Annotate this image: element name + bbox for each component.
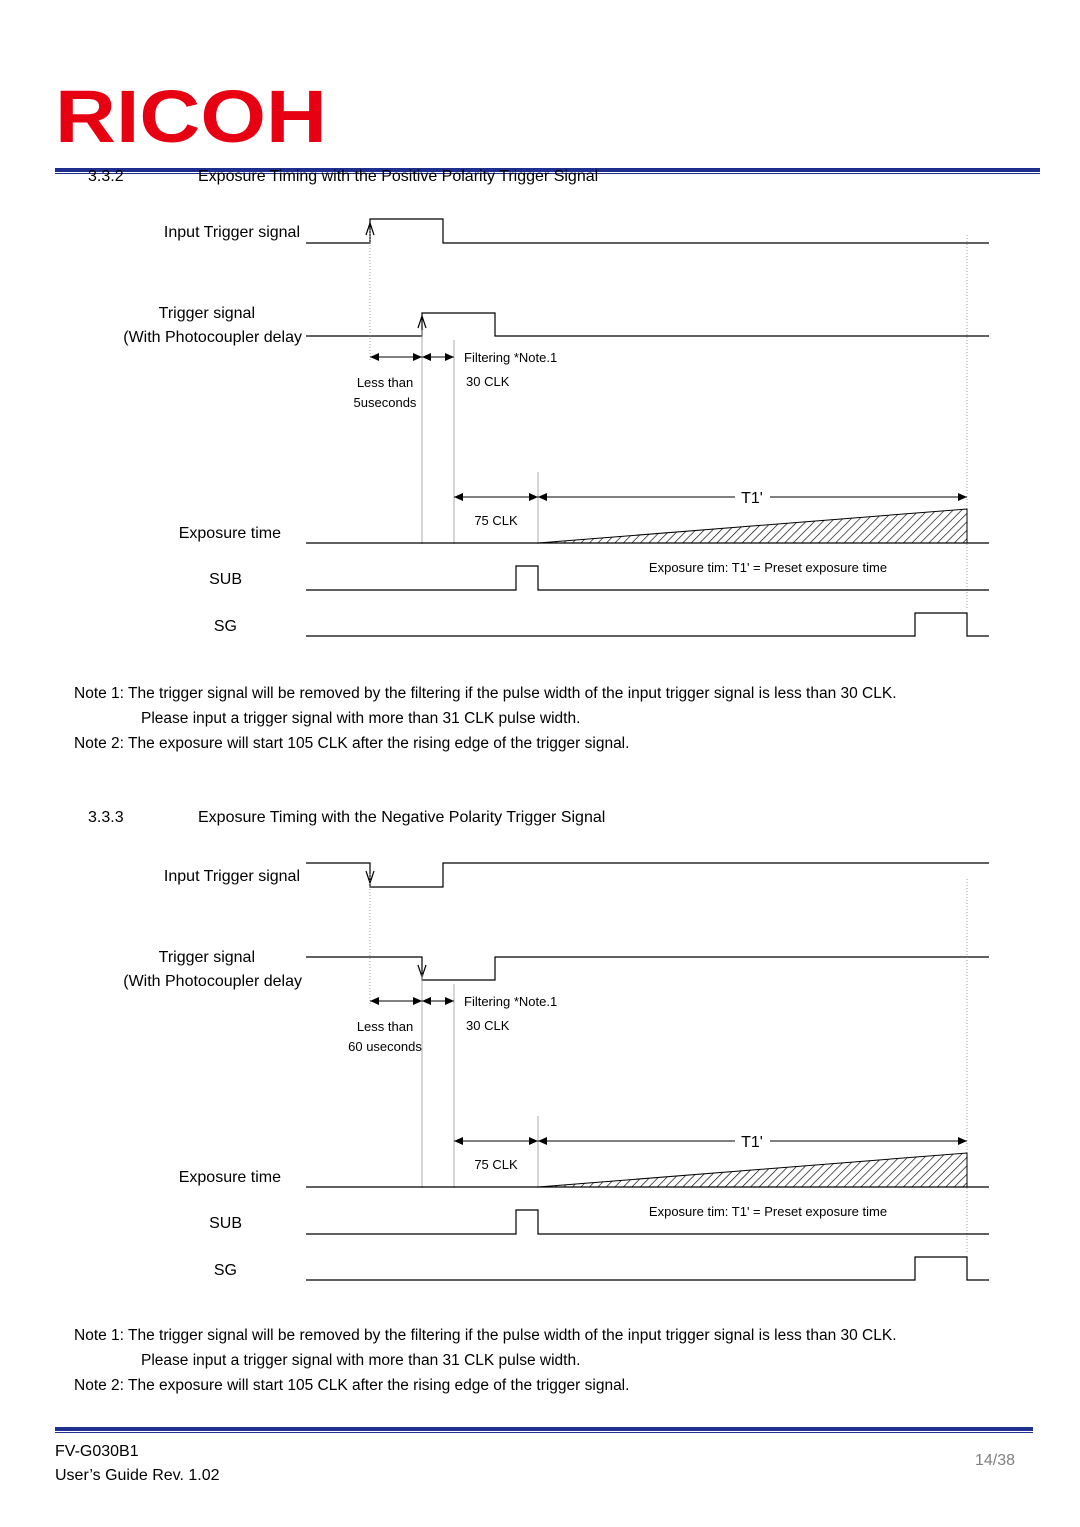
arrowhead [422,997,431,1005]
photocoupler-label: (With Photocoupler delay [123,973,302,990]
sub-label: SUB [209,571,242,588]
clk75-label: 75 CLK [474,1157,518,1172]
arrowhead [413,353,422,361]
arrowhead [454,493,463,501]
arrowhead [370,353,379,361]
arrowhead [413,997,422,1005]
delay-value-label: 5useconds [354,395,417,410]
footer-model: FV-G030B1 [55,1443,139,1460]
note-2: Note 2: The exposure will start 105 CLK … [74,1377,630,1394]
sub-waveform [306,1209,989,1235]
input-trigger-waveform [306,218,989,244]
arrowhead [529,1137,538,1145]
input-trigger-label: Input Trigger signal [164,868,300,885]
trigger-signal-label: Trigger signal [159,305,255,322]
trigger-signal-waveform [306,312,989,337]
footer-guide: User’s Guide Rev. 1.02 [55,1467,220,1484]
exposure-note-label: Exposure tim: T1' = Preset exposure time [649,560,887,575]
edge-arrow [417,314,427,329]
footer-rule [55,1420,1033,1433]
sg-waveform [306,1256,989,1281]
t1-label: T1' [741,490,763,507]
section-number: 3.3.2 [88,168,124,185]
exposure-wedge [537,508,968,544]
less-than-label: Less than [357,1019,413,1034]
t1-label: T1' [741,1134,763,1151]
header-rule [55,161,1040,174]
section-title: Exposure Timing with the Negative Polari… [198,809,606,826]
less-than-label: Less than [357,375,413,390]
note-2: Note 2: The exposure will start 105 CLK … [74,735,630,752]
page-number: 14/38 [975,1452,1016,1469]
exposure-time-label: Exposure time [179,1169,281,1186]
exposure-time-label: Exposure time [179,525,281,542]
arrowhead [454,1137,463,1145]
photocoupler-label: (With Photocoupler delay [123,329,302,346]
exposure-note-label: Exposure tim: T1' = Preset exposure time [649,1204,887,1219]
input-trigger-label: Input Trigger signal [164,224,300,241]
ricoh-logo: RICOH [55,80,327,152]
clk75-label: 75 CLK [474,513,518,528]
note-1: Note 1: The trigger signal will be remov… [74,1327,897,1344]
note-1: Note 1: The trigger signal will be remov… [74,685,897,702]
delay-value-label: 60 useconds [348,1039,422,1054]
section-number: 3.3.3 [88,809,124,826]
arrowhead [958,493,967,501]
filtering-label: Filtering *Note.1 [464,350,557,365]
section-title: Exposure Timing with the Positive Polari… [198,168,599,185]
note-1-continuation: Please input a trigger signal with more … [141,710,581,727]
sg-label: SG [214,618,237,635]
filtering-label: Filtering *Note.1 [464,994,557,1009]
sg-label: SG [214,1262,237,1279]
arrowhead [445,997,454,1005]
arrowhead [538,493,547,501]
arrowhead [445,353,454,361]
clk30-label: 30 CLK [466,374,510,389]
sg-waveform [306,612,989,637]
exposure-wedge [537,1152,968,1188]
clk30-label: 30 CLK [466,1018,510,1033]
arrowhead [370,997,379,1005]
edge-arrow [365,221,375,236]
arrowhead [422,353,431,361]
arrowhead [958,1137,967,1145]
arrowhead [538,1137,547,1145]
input-trigger-waveform [306,862,989,888]
sub-waveform [306,565,989,591]
sub-label: SUB [209,1215,242,1232]
note-1-continuation: Please input a trigger signal with more … [141,1352,581,1369]
trigger-signal-waveform [306,956,989,981]
arrowhead [529,493,538,501]
logo-text: RICOH [55,80,327,152]
trigger-signal-label: Trigger signal [159,949,255,966]
